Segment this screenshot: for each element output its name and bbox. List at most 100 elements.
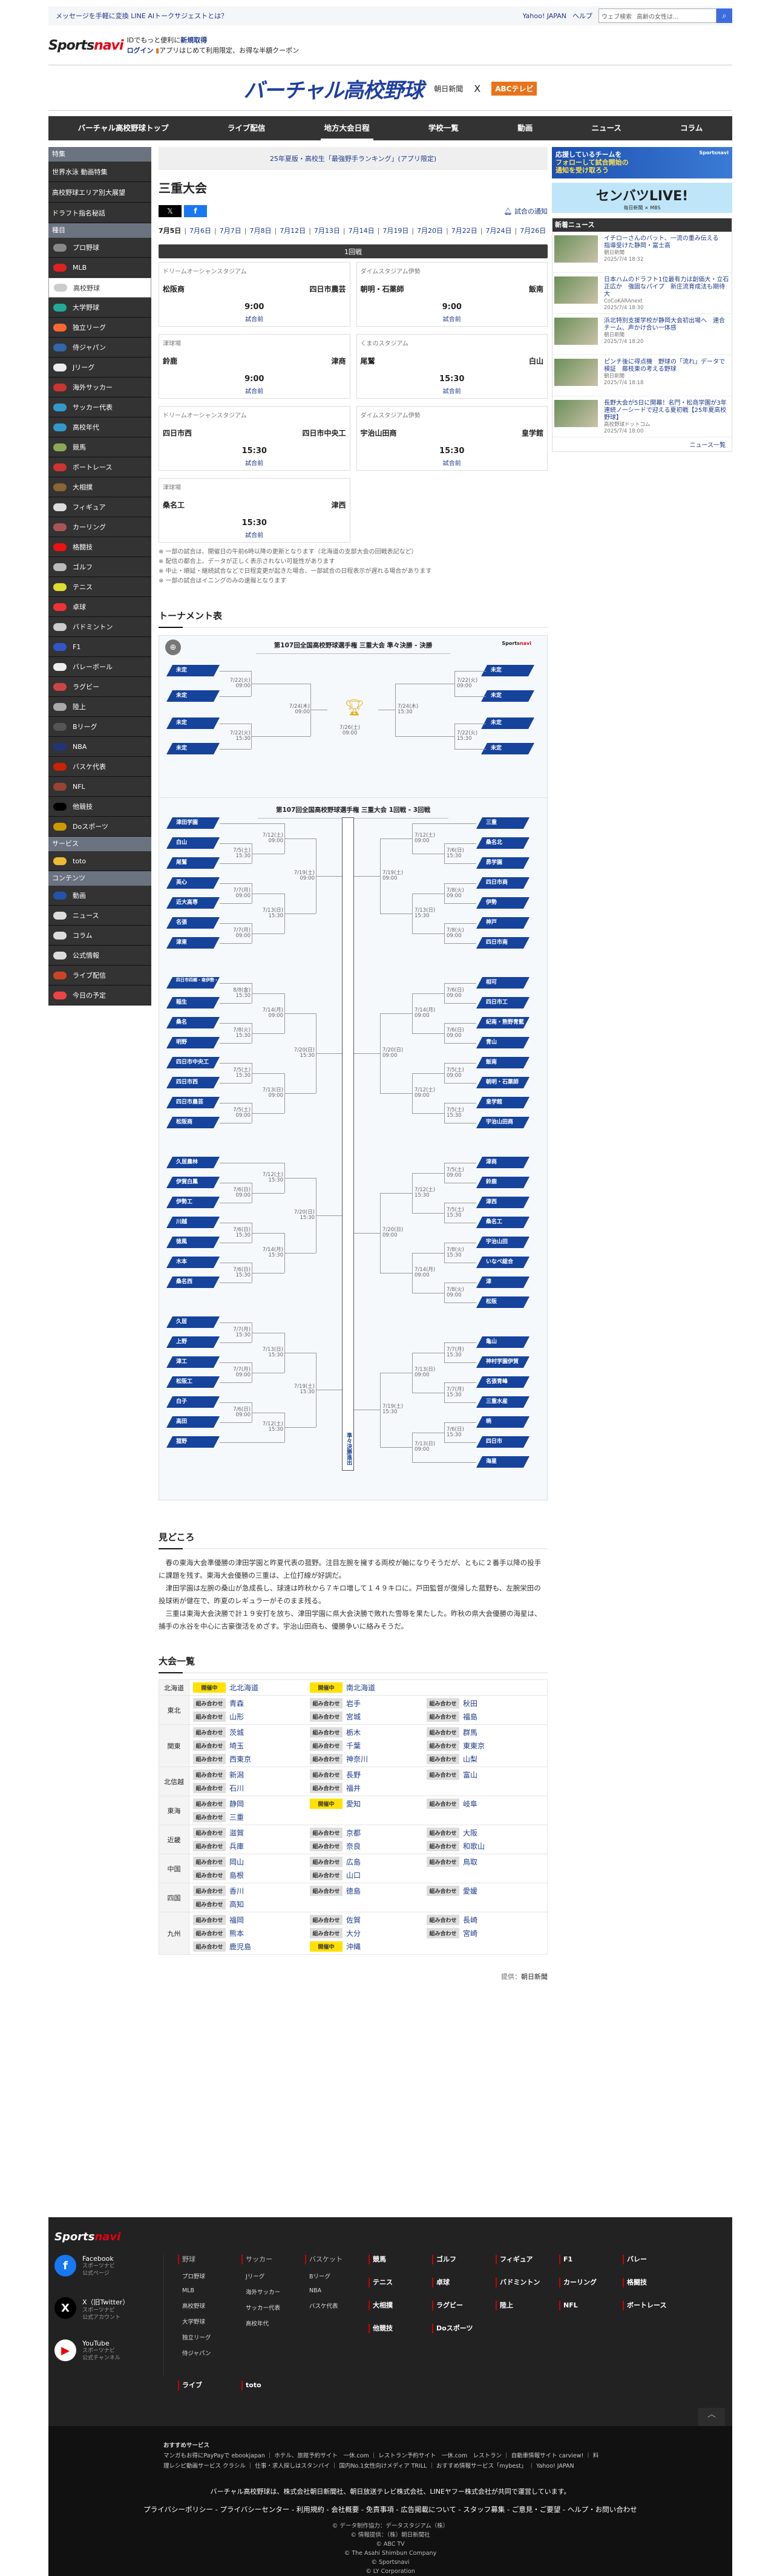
game-status[interactable]: 試合前	[245, 388, 264, 395]
team-box[interactable]: 紀南・熊野青藍	[476, 1017, 529, 1028]
footer-category-link[interactable]: フィギュア	[496, 2255, 533, 2264]
team-box[interactable]: 高田	[166, 1416, 220, 1428]
status-badge[interactable]: 組み合わせ	[193, 1899, 226, 1909]
news-title[interactable]: 浜北特別支援学校が静岡大会初出場へ 連合チーム、声かけ合い一体感	[604, 318, 725, 332]
prefecture-link[interactable]: 佐賀	[346, 1916, 361, 1924]
status-badge[interactable]: 組み合わせ	[310, 1828, 343, 1838]
prefecture-link[interactable]: 岐阜	[463, 1800, 478, 1808]
sportsnavi-logo[interactable]: Sportsnavi	[48, 38, 124, 53]
team-box[interactable]: 四日市中央工	[166, 1057, 220, 1068]
home-team[interactable]: 桑名工	[163, 501, 185, 509]
prefecture-link[interactable]: 岡山	[229, 1858, 244, 1866]
home-team[interactable]: 朝明・石薬師	[360, 285, 404, 293]
prefecture-link[interactable]: 大阪	[463, 1829, 478, 1837]
footer-link[interactable]: 会社概要	[331, 2505, 359, 2514]
prefecture-link[interactable]: 徳島	[346, 1887, 361, 1895]
prefecture-link[interactable]: 東東京	[463, 1742, 485, 1750]
team-box[interactable]: 四日市農芸	[166, 1097, 220, 1108]
status-badge[interactable]: 開催中	[310, 1941, 343, 1952]
ranking-banner[interactable]: 25年夏版・高校生「最強野手ランキング」(アプリ限定)	[159, 147, 548, 170]
team-box[interactable]: 伊賀白鳳	[166, 1177, 220, 1188]
sidebar-item[interactable]: バドミントン	[48, 617, 151, 637]
nav-item[interactable]: コラム	[680, 123, 703, 132]
footer-category-link[interactable]: 野球	[178, 2255, 211, 2264]
footer-category-link[interactable]: 卓球	[432, 2278, 450, 2287]
news-title[interactable]: 日本ハムのドラフト1位最有力は創価大・立石正広か 強固なパイプ 新庄流育成法も期…	[604, 276, 729, 298]
prefecture-link[interactable]: 福井	[346, 1784, 361, 1793]
team-box[interactable]: 朝明・石薬師	[476, 1077, 529, 1088]
team-box[interactable]: 津東	[166, 937, 220, 949]
sidebar-item[interactable]: ボートレース	[48, 457, 151, 477]
search-suggestion[interactable]: 高齢の女性は...	[637, 13, 679, 21]
status-badge[interactable]: 組み合わせ	[193, 1841, 226, 1851]
sidebar-item[interactable]: Bリーグ	[48, 717, 151, 737]
prefecture-link[interactable]: 茨城	[229, 1728, 244, 1737]
footer-sub-link[interactable]: サッカー代表	[246, 2305, 281, 2312]
footer-sub-link[interactable]: 高校野球	[182, 2303, 206, 2310]
footer-link[interactable]: 免責事項	[366, 2505, 394, 2514]
status-badge[interactable]: 組み合わせ	[193, 1928, 226, 1938]
prefecture-link[interactable]: 鳥取	[463, 1858, 478, 1866]
status-badge[interactable]: 組み合わせ	[427, 1799, 459, 1809]
sidebar-item[interactable]: NBA	[48, 737, 151, 757]
status-badge[interactable]: 組み合わせ	[310, 1698, 343, 1708]
away-team[interactable]: 津西	[331, 501, 346, 509]
team-box[interactable]: 四日市商	[476, 877, 529, 889]
footer-sub-link[interactable]: 侍ジャパン	[182, 2350, 211, 2357]
team-box[interactable]: 三重水産	[476, 1396, 529, 1408]
status-badge[interactable]: 組み合わせ	[310, 1727, 343, 1737]
sidebar-feature-link[interactable]: 世界水泳 動画特集	[48, 162, 151, 182]
prefecture-link[interactable]: 熊本	[229, 1929, 244, 1938]
prefecture-link[interactable]: 京都	[346, 1829, 361, 1837]
footer-category-link[interactable]: テニス	[369, 2278, 393, 2287]
status-badge[interactable]: 組み合わせ	[193, 1870, 226, 1880]
status-badge[interactable]: 組み合わせ	[310, 1915, 343, 1925]
prefecture-link[interactable]: 長崎	[463, 1916, 478, 1924]
team-box[interactable]: 津商	[476, 1157, 529, 1168]
status-badge[interactable]: 組み合わせ	[193, 1857, 226, 1867]
zoom-in-icon[interactable]: ⊕	[165, 639, 181, 655]
prefecture-link[interactable]: 富山	[463, 1771, 478, 1779]
team-box[interactable]: 未定	[166, 690, 220, 702]
prefecture-link[interactable]: 大分	[346, 1929, 361, 1938]
sidebar-item[interactable]: バスケ代表	[48, 757, 151, 777]
team-box[interactable]: 上野	[166, 1336, 220, 1348]
footer-sub-link[interactable]: MLB	[182, 2287, 195, 2294]
news-thumbnail[interactable]	[554, 318, 598, 345]
team-box[interactable]: 英心	[166, 877, 220, 889]
date-tab[interactable]: 7月24日	[485, 227, 512, 235]
team-box[interactable]: 宇治山田商	[476, 1117, 529, 1128]
date-tab[interactable]: 7月13日	[313, 227, 340, 235]
sidebar-item[interactable]: 公式情報	[48, 946, 151, 966]
scroll-to-top-button[interactable]: ︿	[698, 2408, 725, 2426]
footer-link[interactable]: ご意見・ご要望	[511, 2505, 561, 2514]
share-x-button[interactable]: 𝕏	[159, 205, 182, 217]
status-badge[interactable]: 組み合わせ	[193, 1941, 226, 1952]
date-tab[interactable]: 7月26日	[520, 227, 546, 235]
sidebar-item[interactable]: toto	[48, 851, 151, 871]
team-box[interactable]: 松阪商	[166, 1117, 220, 1128]
team-box[interactable]: 津西	[476, 1197, 529, 1208]
sidebar-item[interactable]: 格闘技	[48, 537, 151, 557]
prefecture-link[interactable]: 山梨	[463, 1755, 478, 1764]
home-team[interactable]: 松阪商	[163, 285, 185, 293]
follow-team-banner[interactable]: Sportsnavi 応援しているチームを フォローして試合開始の 通知を受け取…	[552, 147, 732, 178]
game-status[interactable]: 試合前	[442, 388, 461, 395]
team-box[interactable]: 暁	[476, 1416, 529, 1428]
footer-category-link[interactable]: 大相撲	[369, 2301, 393, 2310]
game-notification-link[interactable]: 🔔︎ 試合の通知	[504, 206, 548, 216]
prefecture-link[interactable]: 新潟	[229, 1771, 244, 1779]
prefecture-link[interactable]: 和歌山	[463, 1842, 485, 1851]
footer-link[interactable]: スタッフ募集	[463, 2505, 505, 2514]
game-status[interactable]: 試合前	[245, 460, 264, 467]
game-status[interactable]: 試合前	[442, 460, 461, 467]
date-tab[interactable]: 7月5日	[159, 227, 182, 235]
status-badge[interactable]: 組み合わせ	[193, 1783, 226, 1793]
prefecture-link[interactable]: 石川	[229, 1784, 244, 1793]
date-tab[interactable]: 7月7日	[219, 227, 241, 235]
prefecture-link[interactable]: 沖縄	[346, 1943, 361, 1951]
team-box[interactable]: 海星	[476, 1456, 529, 1468]
team-box[interactable]: 皇学館	[476, 1097, 529, 1108]
